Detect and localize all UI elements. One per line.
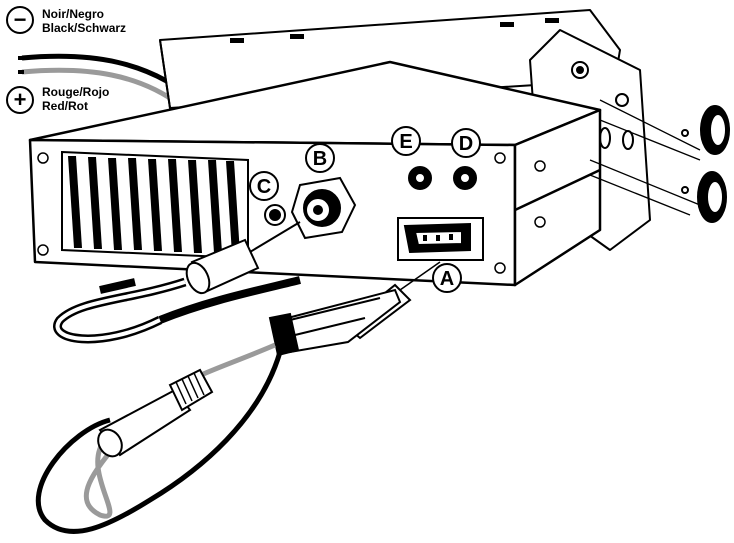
jack-e (408, 166, 432, 190)
antenna-cable (53, 221, 301, 344)
legend-positive: + Rouge/Rojo Red/Rot (6, 85, 109, 114)
antenna-connector-b (290, 176, 357, 240)
power-leads (35, 342, 283, 534)
callout-d-label: D (459, 133, 473, 155)
knob-guide-lines (589, 99, 701, 216)
callout-b: B (305, 143, 335, 173)
minus-icon (6, 6, 34, 34)
leader-line-a (399, 261, 441, 291)
jack-c (264, 204, 286, 226)
side-panel (513, 108, 602, 287)
screw-icon (37, 244, 49, 256)
inline-fuse-holder (97, 368, 214, 458)
legend-positive-line2: Red/Rot (42, 99, 88, 113)
screw-icon (494, 152, 506, 164)
screw-icon (37, 152, 49, 164)
plus-icon (6, 86, 34, 114)
legend-positive-line1: Rouge/Rojo (42, 85, 109, 99)
mounting-knob-upper[interactable] (681, 105, 730, 155)
minus-symbol: − (14, 7, 27, 32)
screw-icon (534, 160, 546, 172)
plus-symbol: + (14, 87, 27, 112)
callout-e: E (391, 126, 421, 156)
jack-d (453, 166, 477, 190)
rear-panel-screws (37, 152, 546, 274)
power-plug (268, 283, 412, 357)
screw-icon (534, 216, 546, 228)
legend-negative-line2: Black/Schwarz (42, 21, 126, 35)
grey-power-wire (21, 67, 182, 108)
legend-negative: − Noir/Negro Black/Schwarz (6, 6, 126, 35)
mounting-knob-lower[interactable] (681, 171, 727, 223)
screw-icon (494, 262, 506, 274)
callout-c-label: C (257, 176, 271, 198)
heatsink (61, 150, 249, 260)
callout-c: C (249, 171, 279, 201)
legend-negative-line1: Noir/Negro (42, 7, 104, 21)
callout-a: A (432, 263, 462, 293)
callout-e-label: E (399, 131, 412, 153)
callout-d: D (451, 128, 481, 158)
callout-b-label: B (313, 148, 327, 170)
power-socket-a (397, 217, 484, 261)
callout-a-label: A (440, 268, 454, 290)
